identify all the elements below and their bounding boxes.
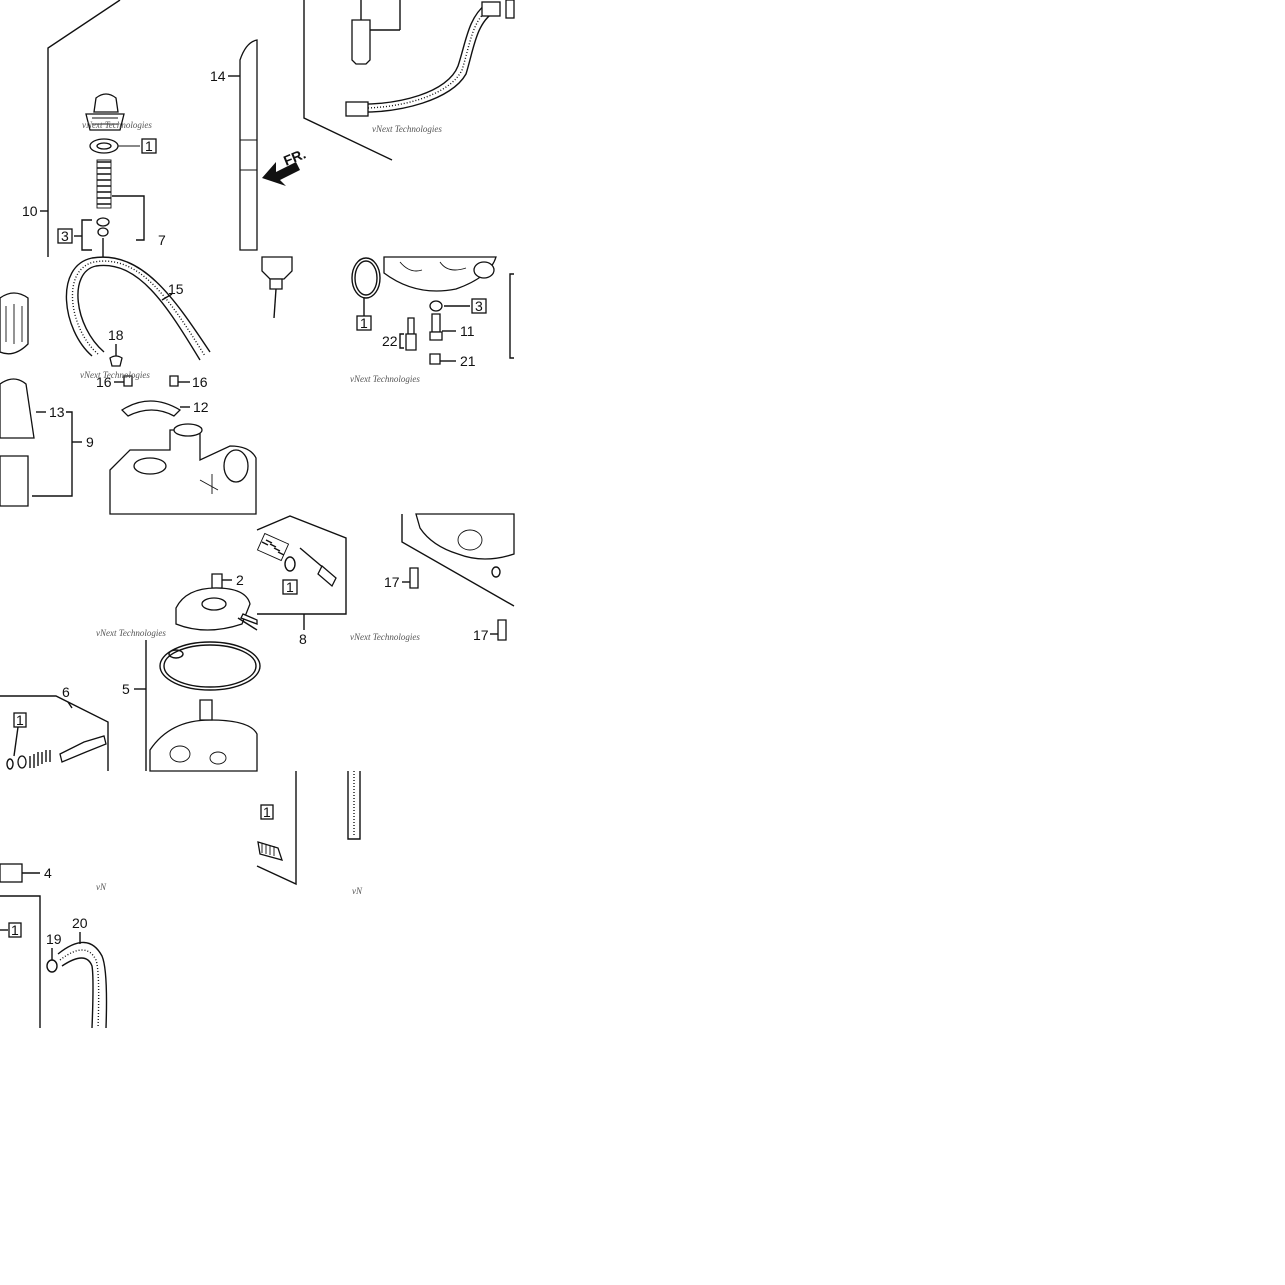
label-3b: 3 bbox=[475, 298, 483, 314]
watermark-6: vNext Technologies bbox=[350, 632, 420, 642]
label-4: 4 bbox=[44, 865, 52, 881]
label-1e: 1 bbox=[11, 922, 19, 938]
label-6: 6 bbox=[62, 684, 70, 700]
label-1a: 1 bbox=[145, 138, 153, 154]
tile-bottom-right: 1 vN bbox=[256, 771, 363, 896]
tile-lower-left: 2 5 6 1 vNext Technologies bbox=[0, 572, 261, 772]
label-5: 5 bbox=[122, 681, 130, 697]
label-8: 8 bbox=[299, 631, 307, 647]
spring-part bbox=[96, 159, 112, 209]
label-20: 20 bbox=[72, 915, 88, 931]
part-4 bbox=[0, 863, 23, 883]
label-1c: 1 bbox=[16, 712, 24, 728]
gasket-part bbox=[159, 641, 261, 691]
cap-part bbox=[85, 93, 125, 131]
label-11: 11 bbox=[460, 323, 475, 339]
watermark-5: vNext Technologies bbox=[96, 628, 166, 638]
tile-top-left: 1 7 3 10 14 vNext Technologies bbox=[22, 0, 258, 257]
label-15: 15 bbox=[168, 281, 184, 297]
tile-mid-left: 13 9 15 18 16 16 12 vNext Techno bbox=[0, 256, 257, 515]
bracket-part bbox=[120, 400, 182, 417]
o-ring-part bbox=[351, 257, 381, 299]
watermark-2: vNext Technologies bbox=[372, 124, 442, 134]
label-1b: 1 bbox=[360, 315, 368, 331]
carburetor-body bbox=[109, 423, 257, 515]
label-9: 9 bbox=[86, 434, 94, 450]
label-14: 14 bbox=[210, 68, 226, 84]
front-arrow-label: FR. bbox=[281, 145, 308, 168]
watermark-1: vNext Technologies bbox=[82, 120, 152, 130]
watermark-8: vN bbox=[352, 886, 363, 896]
watermark-7: vN bbox=[96, 882, 107, 892]
label-17a: 17 bbox=[384, 574, 400, 590]
label-16b: 16 bbox=[192, 374, 208, 390]
tile-mid-right: 1 3 11 21 22 vNext Technologies bbox=[261, 256, 514, 384]
label-10: 10 bbox=[22, 203, 38, 219]
watermark-4: vNext Technologies bbox=[350, 374, 420, 384]
label-22: 22 bbox=[382, 333, 398, 349]
label-12: 12 bbox=[193, 399, 209, 415]
label-7: 7 bbox=[158, 232, 166, 248]
tile-bottom-left: 4 1 20 19 vN bbox=[0, 863, 108, 1029]
screw-part bbox=[59, 735, 107, 763]
tile-top-right: FR. vNext Technologies bbox=[262, 0, 515, 186]
label-3a: 3 bbox=[61, 228, 69, 244]
label-18: 18 bbox=[108, 327, 124, 343]
label-13: 13 bbox=[49, 404, 65, 420]
label-2: 2 bbox=[236, 572, 244, 588]
label-17b: 17 bbox=[473, 627, 489, 643]
label-21: 21 bbox=[460, 353, 476, 369]
connector-part bbox=[345, 101, 369, 117]
label-1f: 1 bbox=[263, 804, 271, 820]
tile-lower-right: 8 1 17 17 vNext Technologies bbox=[240, 513, 515, 647]
watermark-3: vNext Technologies bbox=[80, 370, 150, 380]
label-19: 19 bbox=[46, 931, 62, 947]
label-1d: 1 bbox=[286, 579, 294, 595]
ref-box-1 bbox=[141, 138, 157, 154]
label-16a: 16 bbox=[96, 374, 112, 390]
front-arrow-icon bbox=[262, 162, 300, 186]
